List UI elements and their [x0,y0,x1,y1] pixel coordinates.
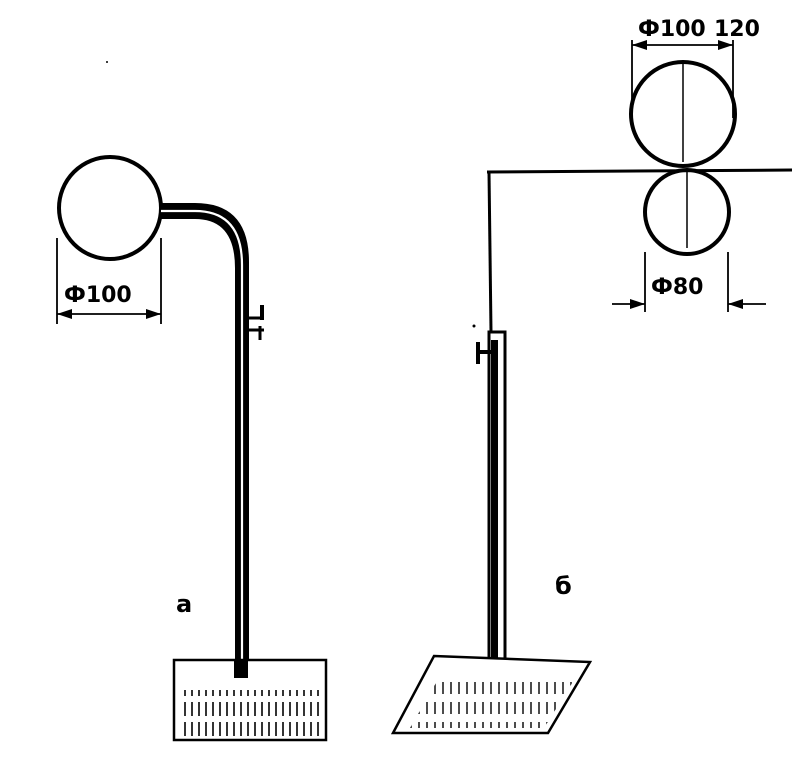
figure-a-label: а [176,590,192,618]
figure-b-top-dimension [631,40,734,118]
figure-b-arm [486,168,792,174]
figure-a: Ф100 а [56,155,328,742]
figure-b-top-ball-dimension-label: Ф100 [638,17,706,42]
figure-a-ball-dimension-label: Ф100 [64,283,132,308]
figure-b-bottom-ball-dimension-label: Ф80 [651,275,703,300]
figure-b-label: б [555,572,572,600]
figure-b-clamp-screw [476,342,491,364]
figure-b: Ф100 120 Ф80 б [390,17,792,735]
figure-a-ball [57,155,163,261]
figure-a-clamp-screw [248,305,264,340]
figure-a-tube [160,203,249,671]
figure-b-wire [487,171,493,333]
figure-a-ball-dimension [56,238,162,324]
figure-b-bottom-dimension [612,252,766,312]
figure-b-top-ball-alt-dimension-label: 120 [714,17,760,42]
